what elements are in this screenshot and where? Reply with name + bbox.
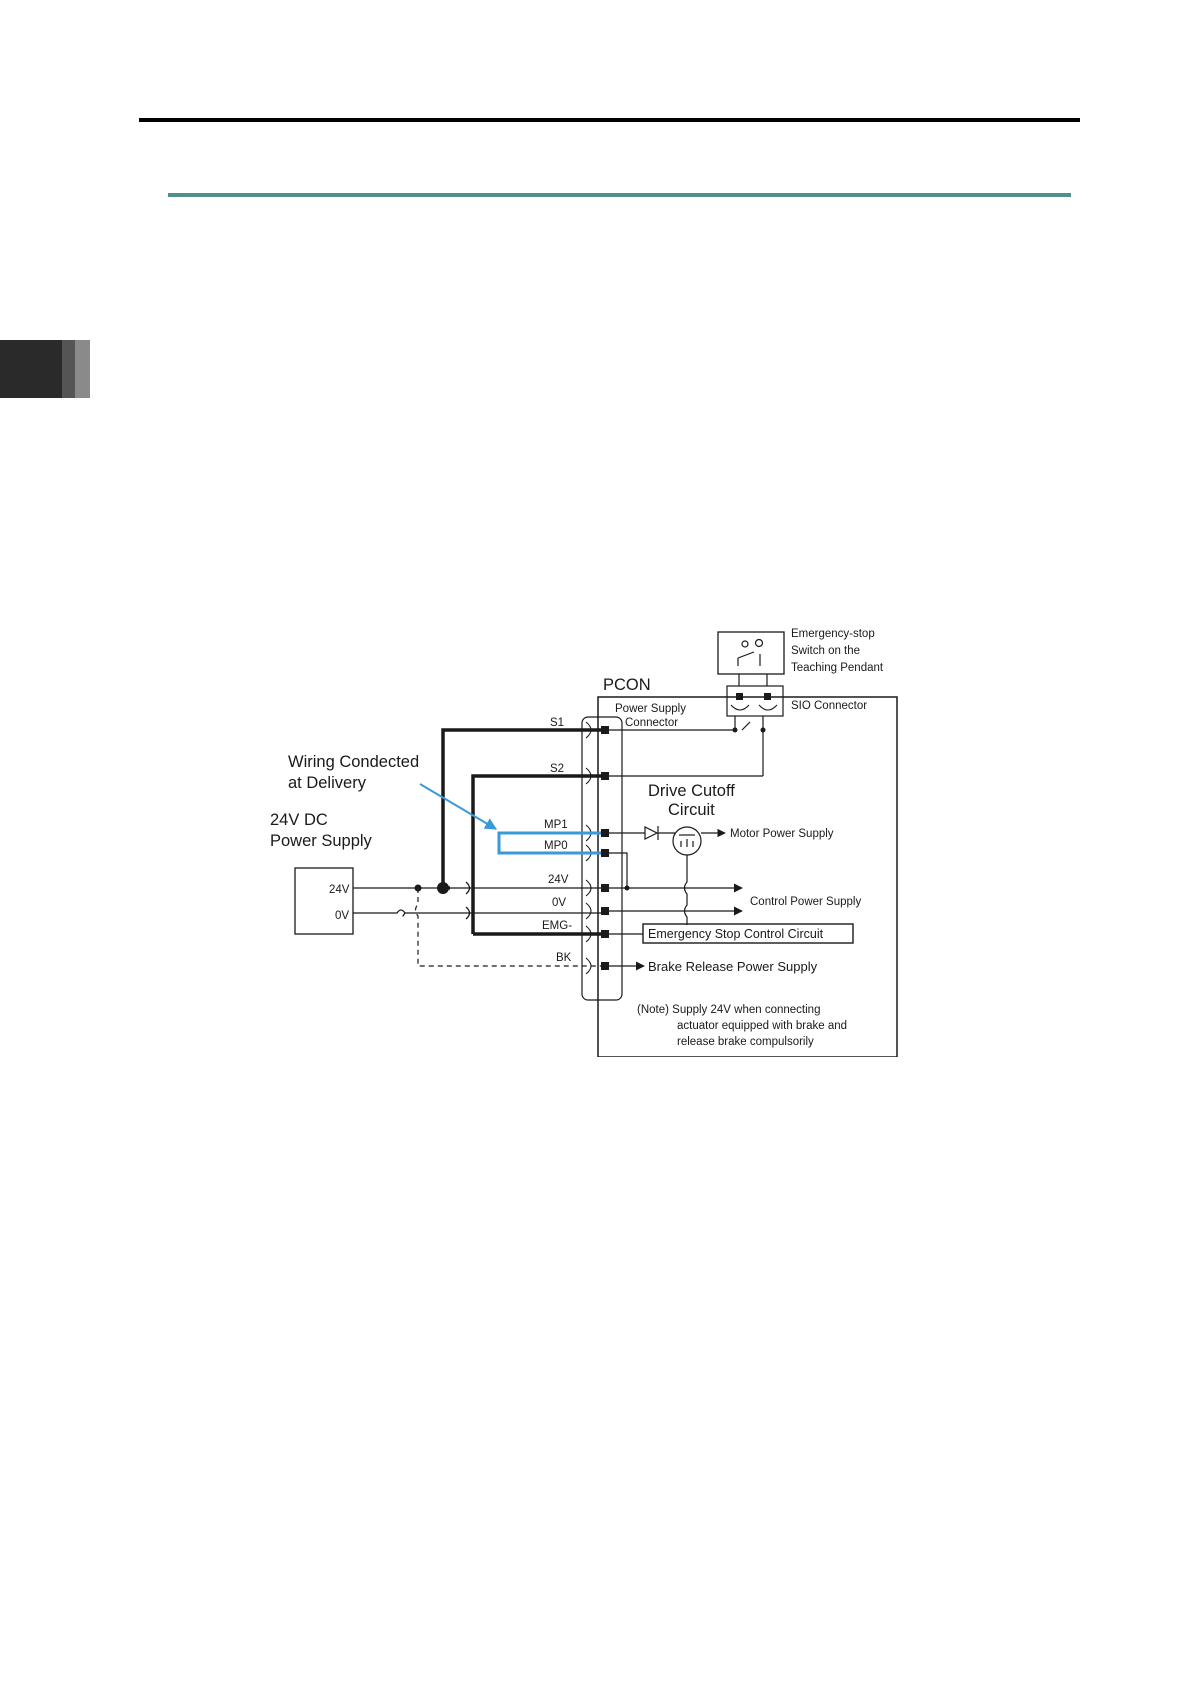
pin-label-24v: 24V <box>548 874 569 886</box>
emg-circuit-box <box>642 923 854 944</box>
supply-0v-line <box>353 909 601 917</box>
connector-pins <box>601 726 609 970</box>
sio-connector <box>726 685 784 717</box>
pendant-label-1: Emergency-stop <box>791 628 875 640</box>
diode-icon <box>644 826 659 840</box>
power-connector-label-2: Connector <box>625 717 678 729</box>
pin-label-mp1: MP1 <box>544 819 568 831</box>
pin-label-0v: 0V <box>552 897 566 909</box>
sio-connector-label: SIO Connector <box>791 700 867 712</box>
note-line-1: (Note) Supply 24V when connecting <box>637 1004 820 1016</box>
mosfet-icon <box>672 826 702 865</box>
power-supply-box <box>294 867 354 935</box>
motor-power-label: Motor Power Supply <box>730 828 834 840</box>
bk-dashed-line <box>414 888 601 967</box>
chapter-tab-mid <box>62 340 75 398</box>
pendant-label-3: Teaching Pendant <box>791 662 884 674</box>
note-line-2: actuator equipped with brake and <box>677 1020 847 1032</box>
pcon-box <box>597 696 898 1058</box>
pin-label-bk: BK <box>556 952 572 964</box>
chapter-tab <box>0 340 62 398</box>
control-power-label: Control Power Supply <box>750 896 861 908</box>
brake-label: Brake Release Power Supply <box>648 959 818 974</box>
estop-switch-icon <box>737 638 764 666</box>
pin-label-mp0: MP0 <box>544 840 568 852</box>
delivery-pointer-arrow <box>419 783 498 830</box>
pcon-label: PCON <box>603 676 651 694</box>
supply-label-2: Power Supply <box>270 832 373 850</box>
power-supply-connector <box>581 716 623 1001</box>
drive-cutoff-label-1: Drive Cutoff <box>648 782 735 800</box>
note-line-3: release brake compulsorily <box>677 1036 814 1048</box>
header-rule <box>139 118 1080 122</box>
delivery-label-2: at Delivery <box>288 774 367 792</box>
supply-terminal-24v: 24V <box>329 884 350 896</box>
delivery-jumper-wire <box>497 831 601 855</box>
chapter-tab-light <box>75 340 90 398</box>
pin-label-emg: EMG- <box>542 920 572 932</box>
supply-label-1: 24V DC <box>270 811 328 829</box>
s1-wire <box>441 728 601 888</box>
pin-label-s2: S2 <box>550 763 564 775</box>
pin-label-s1: S1 <box>550 717 564 729</box>
emg-circuit-label: Emergency Stop Control Circuit <box>648 927 824 941</box>
pendant-box <box>717 631 785 675</box>
s2-emg-wire <box>471 774 601 934</box>
wiring-diagram-svg: Emergency-stop Switch on the Teaching Pe… <box>270 628 898 1058</box>
supply-terminal-0v: 0V <box>335 910 349 922</box>
power-connector-label-1: Power Supply <box>615 703 686 715</box>
wiring-diagram: Emergency-stop Switch on the Teaching Pe… <box>270 622 945 1058</box>
drive-cutoff-label-2: Circuit <box>668 801 715 819</box>
pendant-label-2: Switch on the <box>791 645 860 657</box>
section-rule <box>168 193 1071 197</box>
delivery-label-1: Wiring Condected <box>288 753 419 771</box>
